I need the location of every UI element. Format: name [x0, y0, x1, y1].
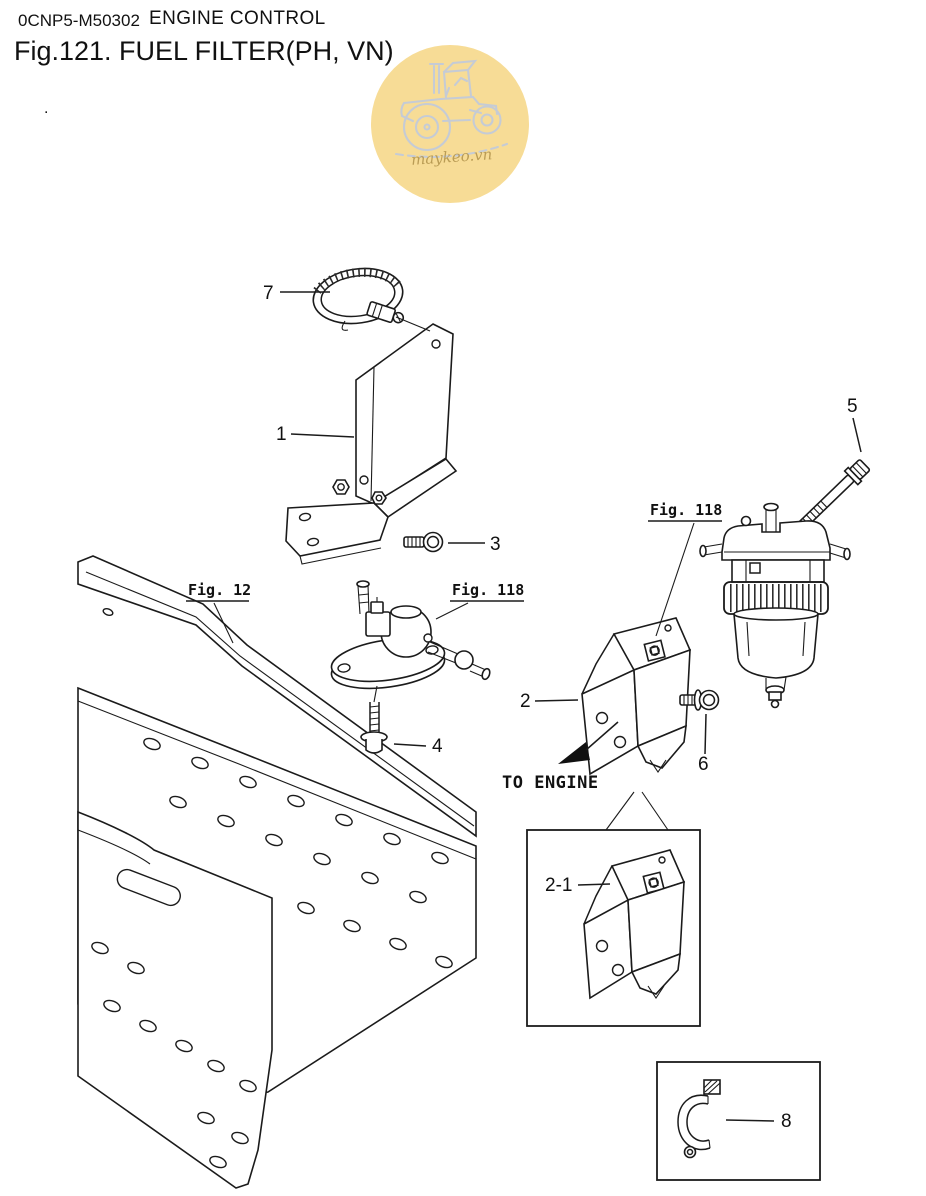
part-3-bolt	[403, 531, 444, 553]
label-fig-118-left: Fig. 118	[435, 581, 524, 620]
callout-8: 8	[725, 1111, 792, 1132]
base-nut	[371, 491, 387, 505]
callout-4-text: 4	[432, 736, 443, 757]
figure-title: Fig.121. FUEL FILTER(PH, VN)	[14, 36, 394, 66]
callout-7: 7	[263, 283, 330, 304]
frame-holes-upper	[143, 737, 453, 969]
callout-3-text: 3	[490, 534, 501, 555]
document-code: 0CNP5-M50302	[18, 11, 140, 30]
stray-mark: .	[44, 100, 49, 117]
callout-2: 2	[520, 691, 579, 712]
callout-6-text: 6	[698, 754, 709, 775]
watermark: maykeo.vn	[371, 45, 529, 203]
fig-118-right-text: Fig. 118	[650, 501, 722, 519]
to-engine-label: TO ENGINE	[502, 773, 599, 793]
bracket-bolt-square	[643, 639, 666, 662]
fig-12-text: Fig. 12	[188, 581, 251, 599]
base-bolt	[332, 479, 350, 495]
part-6-bolt	[679, 689, 720, 711]
part-8-clamp	[677, 1079, 721, 1159]
section-title: ENGINE CONTROL	[149, 8, 326, 29]
callout-4: 4	[393, 736, 443, 757]
frame-holes-lower	[91, 941, 257, 1169]
inset-box-8	[656, 1061, 821, 1181]
fuel-filter-assembly	[699, 459, 871, 709]
callout-2-1: 2-1	[545, 875, 611, 896]
tractor-watermark-icon	[394, 59, 509, 158]
label-fig-12: Fig. 12	[186, 581, 251, 644]
callout-1-text: 1	[276, 424, 287, 445]
fuel-cock-assembly	[330, 580, 491, 690]
callout-6: 6	[698, 713, 709, 775]
to-engine-arrow	[558, 721, 619, 764]
callout-2-1-text: 2-1	[545, 875, 572, 896]
part-1-bracket	[285, 323, 458, 565]
label-fig-118-right: Fig. 118	[648, 501, 722, 637]
fig-118-left-text: Fig. 118	[452, 581, 524, 599]
callout-5: 5	[847, 396, 862, 453]
part-2-filter-bracket	[581, 617, 692, 776]
watermark-text: maykeo.vn	[410, 145, 492, 169]
part-7-hose-clamp	[312, 267, 431, 332]
callout-2-text: 2	[520, 691, 531, 712]
inset-box-2-1	[526, 791, 701, 1027]
part-2-1-bracket	[583, 849, 686, 1000]
callout-5-text: 5	[847, 396, 858, 417]
part-5-bolt	[796, 459, 871, 532]
chassis-frame	[77, 555, 477, 1189]
callout-8-text: 8	[781, 1111, 792, 1132]
callout-3: 3	[448, 534, 501, 555]
callout-7-text: 7	[263, 283, 274, 304]
callout-1: 1	[276, 424, 355, 445]
part-4-bolt	[360, 685, 388, 754]
